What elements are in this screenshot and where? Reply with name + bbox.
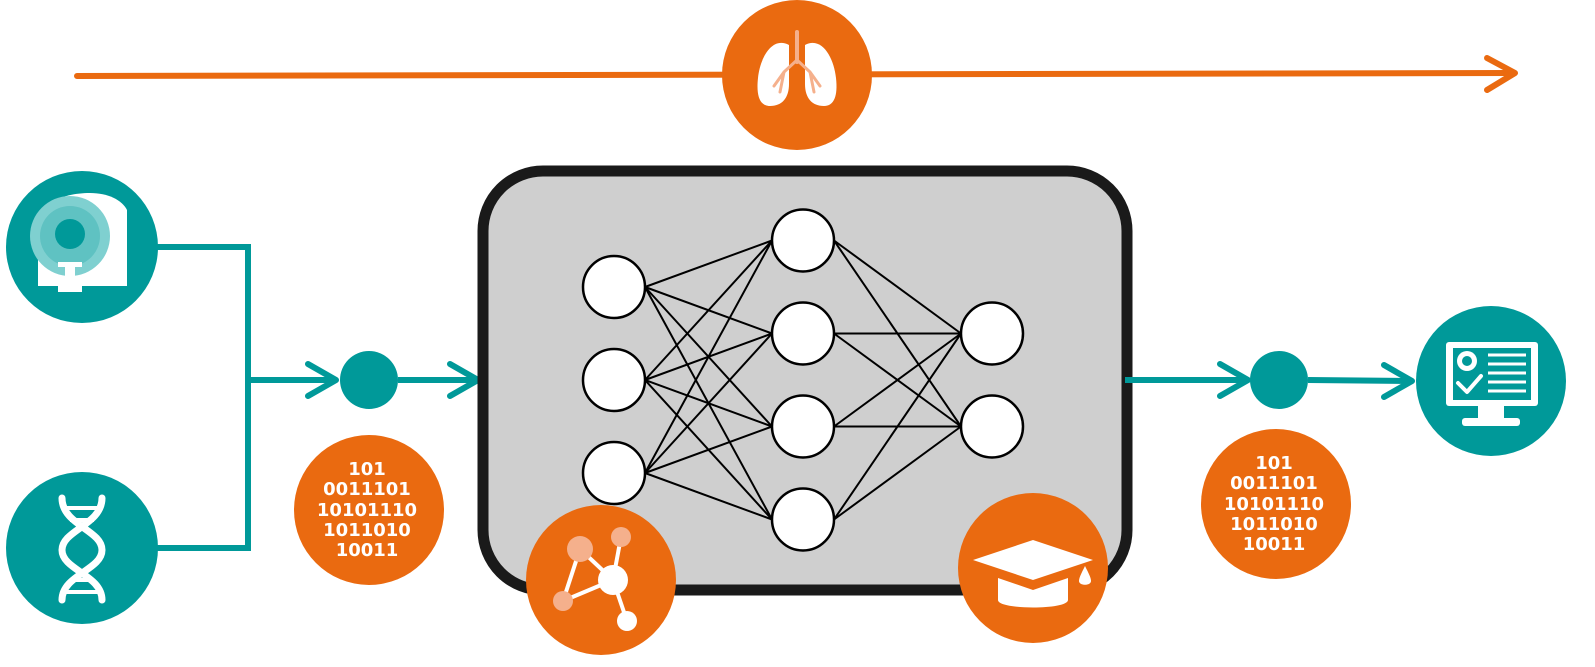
network-node-layer-2: [770, 487, 836, 552]
network-edge: [833, 239, 962, 335]
binary-line: 10101110: [1224, 494, 1324, 515]
input-data-node: [340, 351, 398, 409]
dna-icon: [6, 472, 158, 624]
binary-line: 10101110: [317, 500, 417, 521]
network-node-layer-3: [959, 301, 1025, 366]
binary-data-bubble-left: 101 0011101 10101110 1011010 10011: [294, 435, 444, 585]
network-node-layer-1: [581, 347, 647, 413]
lungs-icon: [722, 0, 872, 150]
network-node-layer-2: [770, 301, 836, 366]
binary-line: 0011101: [323, 479, 411, 500]
network-edge: [644, 332, 773, 474]
binary-line: 101: [1255, 453, 1293, 474]
graduation-cap-icon: [958, 493, 1108, 643]
network-edge: [644, 239, 773, 381]
binary-line: 1011010: [1230, 514, 1318, 535]
binary-line: 0011101: [1230, 473, 1318, 494]
network-node-layer-1: [581, 254, 647, 320]
mri-scanner-icon: [6, 171, 158, 323]
network-edge: [644, 425, 773, 474]
output-data-node: [1250, 351, 1308, 409]
network-edge: [644, 239, 773, 288]
network-edge: [644, 240, 773, 474]
network-edge: [644, 472, 773, 521]
network-connections: [644, 239, 962, 521]
binary-line: 1011010: [323, 520, 411, 541]
network-node-layer-2: [770, 208, 836, 273]
binary-data-bubble-right: 101 0011101 10101110 1011010 10011: [1201, 429, 1351, 579]
network-edge: [833, 425, 962, 521]
network-node-layer-3: [959, 394, 1025, 459]
neural-network: [581, 208, 1025, 552]
binary-line: 10011: [1243, 534, 1306, 555]
monitor-report-icon: [1416, 306, 1566, 456]
network-node-layer-1: [581, 440, 647, 506]
binary-line: 10011: [336, 540, 399, 561]
molecule-icon: [526, 505, 676, 655]
network-edge: [833, 332, 962, 521]
network-edge: [833, 332, 962, 428]
output-connector: [1125, 361, 1415, 400]
network-node-layer-2: [770, 394, 836, 459]
binary-line: 101: [348, 459, 386, 480]
